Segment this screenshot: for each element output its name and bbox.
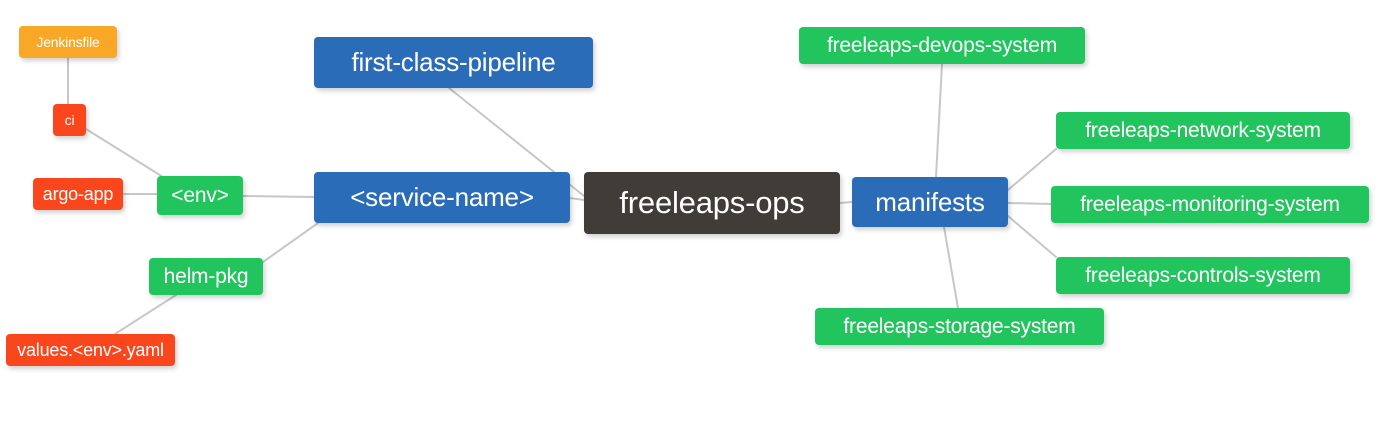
mindmap-node-jenkinsfile[interactable]: Jenkinsfile <box>19 26 117 58</box>
edge-env-to-ci <box>85 128 164 178</box>
edge-manifests-to-freeleaps-monitoring-system <box>1007 202 1052 205</box>
edge-service-name-to-helm-pkg <box>262 222 319 263</box>
mindmap-node-argo-app[interactable]: argo-app <box>33 178 123 210</box>
edge-helm-pkg-to-values-yaml <box>114 294 177 335</box>
mindmap-node-values-yaml[interactable]: values.<env>.yaml <box>6 334 175 366</box>
edge-manifests-to-freeleaps-storage-system <box>943 226 959 309</box>
mindmap-node-freeleaps-storage-system[interactable]: freeleaps-storage-system <box>815 308 1104 345</box>
mindmap-node-service-name[interactable]: <service-name> <box>314 172 570 223</box>
mindmap-node-helm-pkg[interactable]: helm-pkg <box>149 258 263 295</box>
mindmap-node-env[interactable]: <env> <box>157 176 243 215</box>
mindmap-node-freeleaps-controls-system[interactable]: freeleaps-controls-system <box>1056 257 1350 294</box>
mindmap-node-ci[interactable]: ci <box>53 104 86 136</box>
edge-freeleaps-ops-to-service-name <box>569 197 585 201</box>
edge-freeleaps-ops-to-manifests <box>839 201 853 204</box>
mindmap-node-manifests[interactable]: manifests <box>852 177 1008 227</box>
edge-manifests-to-freeleaps-controls-system <box>1007 215 1057 258</box>
mindmap-node-freeleaps-monitoring-system[interactable]: freeleaps-monitoring-system <box>1051 186 1369 223</box>
mindmap-node-first-class-pipeline[interactable]: first-class-pipeline <box>314 37 593 88</box>
mindmap-node-freeleaps-ops[interactable]: freeleaps-ops <box>584 172 840 234</box>
mindmap-node-freeleaps-devops-system[interactable]: freeleaps-devops-system <box>799 27 1085 64</box>
edge-service-name-to-env <box>242 195 315 198</box>
mindmap-node-freeleaps-network-system[interactable]: freeleaps-network-system <box>1056 112 1350 149</box>
edge-manifests-to-freeleaps-network-system <box>1007 148 1057 191</box>
edge-manifests-to-freeleaps-devops-system <box>935 63 943 178</box>
